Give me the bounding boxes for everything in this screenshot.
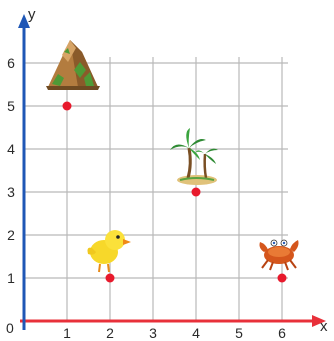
y-tick-label: 5	[7, 98, 15, 114]
crab-icon	[259, 239, 299, 271]
y-axis-arrowhead	[18, 14, 30, 28]
x-tick-label: 5	[235, 325, 243, 341]
y-tick-label: 3	[7, 184, 15, 200]
chick-icon	[87, 230, 131, 273]
y-tick-label: 2	[7, 227, 15, 243]
data-point	[191, 187, 201, 197]
data-points	[62, 101, 287, 283]
y-tick-label: 1	[7, 270, 15, 286]
y-axis-label: y	[28, 6, 36, 23]
mountain-icon	[46, 40, 100, 90]
x-tick-label: 4	[192, 325, 200, 341]
y-tick-label: 6	[7, 55, 15, 71]
palm-island-icon	[170, 128, 218, 185]
y-tick-label: 4	[7, 141, 15, 157]
grid-lines	[24, 57, 288, 321]
x-axis-arrowhead	[312, 315, 326, 327]
x-tick-label: 6	[278, 325, 286, 341]
x-tick-label: 1	[63, 325, 71, 341]
x-tick-label: 3	[149, 325, 157, 341]
origin-label: 0	[6, 320, 14, 336]
data-point	[62, 101, 72, 111]
x-axis-label: x	[320, 318, 328, 335]
x-tick-label: 2	[106, 325, 114, 341]
data-point	[277, 273, 287, 283]
data-point	[105, 273, 115, 283]
x-tick-labels: 1 2 3 4 5 6	[63, 325, 286, 341]
y-tick-labels: 1 2 3 4 5 6	[7, 55, 15, 286]
